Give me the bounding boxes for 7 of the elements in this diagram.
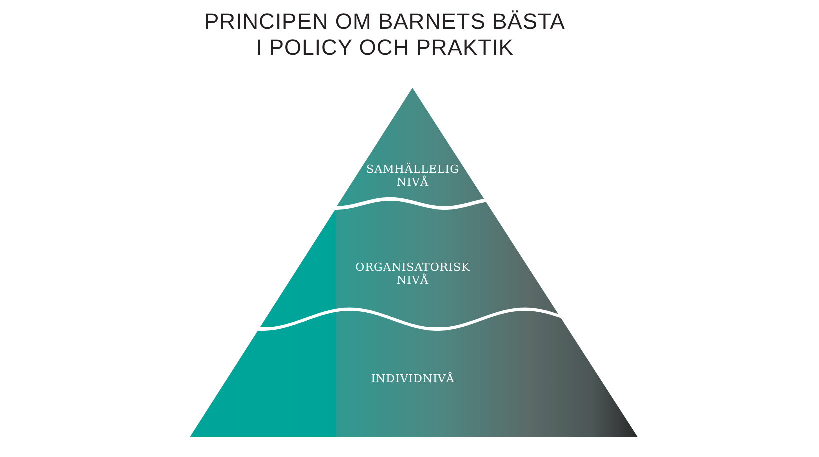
pyramid-top-tier: [337, 88, 485, 206]
pyramid-tier: [260, 200, 559, 328]
pyramid-tier: [190, 310, 638, 437]
tier-label: INDIVIDNIVÅ: [371, 372, 455, 386]
tier-label: ORGANISATORISK NIVÅ: [356, 260, 470, 287]
tier-label: SAMHÄLLELIG NIVÅ: [366, 163, 460, 189]
diagram-title: PRINCIPEN OM BARNETS BÄSTA I POLICY OCH PRAKTIK: [204, 9, 566, 61]
